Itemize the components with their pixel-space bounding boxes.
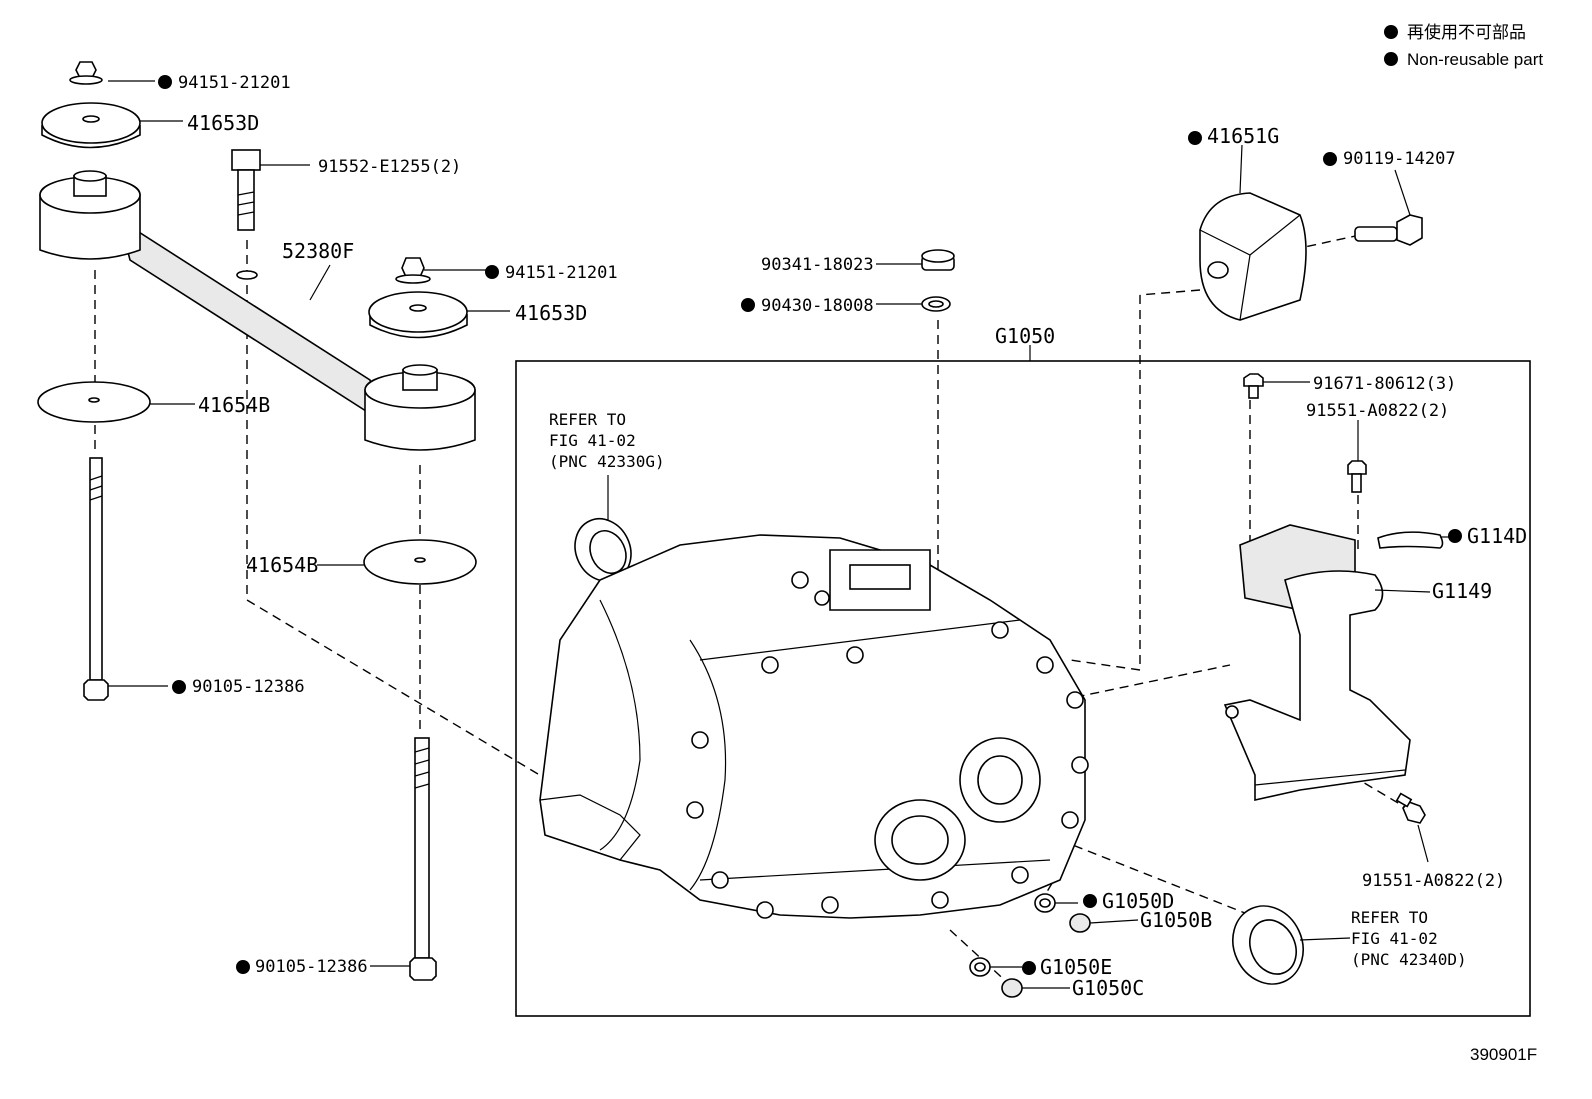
bolt-91552 xyxy=(231,149,261,231)
refer-note-right[interactable]: REFER TO FIG 41-02 (PNC 42340D) xyxy=(1351,908,1467,969)
refer-note-line: REFER TO xyxy=(1351,908,1428,927)
refer-note-line: FIG 41-02 xyxy=(1351,929,1438,948)
upper-cushion-41653d-right xyxy=(368,291,468,339)
non-reusable-bullet-icon xyxy=(1022,961,1036,975)
non-reusable-bullet-icon xyxy=(158,75,172,89)
bolt-91671 xyxy=(1243,373,1264,399)
figure-code: 390901F xyxy=(1470,1045,1537,1064)
oil-seal-right xyxy=(1232,905,1304,985)
nut-top-left xyxy=(69,61,103,85)
gasket-90430 xyxy=(921,296,951,312)
assembly-label: G1050 xyxy=(995,324,1055,348)
leader-lines xyxy=(108,80,1452,989)
nut-middle xyxy=(395,257,431,284)
non-reusable-bullet-icon xyxy=(485,265,499,279)
part-number-label[interactable]: 41654B xyxy=(246,553,318,577)
plug-g1050c xyxy=(1001,978,1023,998)
part-number-label[interactable]: 41653D xyxy=(187,111,259,135)
part-number-label[interactable]: G114D xyxy=(1467,524,1527,548)
part-number-label[interactable]: 41651G xyxy=(1207,124,1279,148)
non-reusable-bullet-icon xyxy=(1323,152,1337,166)
non-reusable-bullet-icon xyxy=(1448,529,1462,543)
bolt-90119 xyxy=(1354,214,1423,246)
part-number-label[interactable]: 91671-80612(3) xyxy=(1313,374,1456,394)
transaxle-housing xyxy=(539,534,1089,919)
part-number-label[interactable]: G1050D xyxy=(1102,889,1174,913)
part-number-label[interactable]: G1050E xyxy=(1040,955,1112,979)
assembly-frame xyxy=(515,360,1531,1017)
part-number-label[interactable]: 91551-A0822(2) xyxy=(1362,871,1505,891)
part-number-label[interactable]: 52380F xyxy=(282,239,354,263)
part-number-label[interactable]: 90119-14207 xyxy=(1343,149,1456,169)
long-bolt-right xyxy=(409,737,437,981)
part-number-label[interactable]: 94151-21201 xyxy=(178,73,291,93)
bolt-91551-lower xyxy=(1395,792,1426,824)
part-number-label[interactable]: 90341-18023 xyxy=(761,255,874,275)
plug-g1050b xyxy=(1069,913,1091,933)
part-number-label[interactable]: 90105-12386 xyxy=(192,677,305,697)
non-reusable-bullet-icon xyxy=(1384,52,1398,66)
legend-text-en: Non-reusable part xyxy=(1407,50,1543,69)
part-number-label[interactable]: 91551-A0822(2) xyxy=(1306,401,1449,421)
mount-bracket-52380f xyxy=(39,170,476,451)
refer-note-line: (PNC 42330G) xyxy=(549,452,665,471)
non-reusable-bullet-icon xyxy=(741,298,755,312)
mount-cushion-41651g xyxy=(1199,192,1307,321)
upper-cushion-41653d-left xyxy=(41,102,141,149)
non-reusable-bullet-icon xyxy=(1188,131,1202,145)
refer-note-line: REFER TO xyxy=(549,410,626,429)
drain-plug-90341 xyxy=(921,249,955,271)
part-number-label[interactable]: G1050B xyxy=(1140,908,1212,932)
bracket-g1149 xyxy=(1223,524,1411,801)
non-reusable-bullet-icon xyxy=(236,960,250,974)
clip-g114d xyxy=(1377,531,1444,549)
refer-note-line: (PNC 42340D) xyxy=(1351,950,1467,969)
long-bolt-left xyxy=(83,457,109,701)
part-number-label[interactable]: 90430-18008 xyxy=(761,296,874,316)
bolt-91551-upper xyxy=(1347,460,1367,493)
part-labels: 94151-21201 41653D 91552-E1255(2) 52380F… xyxy=(158,73,1527,1000)
refer-note-left[interactable]: REFER TO FIG 41-02 (PNC 42330G) xyxy=(549,410,665,471)
non-reusable-bullet-icon xyxy=(1384,25,1398,39)
part-number-label[interactable]: G1050C xyxy=(1072,976,1144,1000)
part-number-label[interactable]: 90105-12386 xyxy=(255,957,368,977)
legend-text-ja: 再使用不可部品 xyxy=(1407,22,1526,42)
part-number-label[interactable]: G1149 xyxy=(1432,579,1492,603)
part-number-label[interactable]: 94151-21201 xyxy=(505,263,618,283)
non-reusable-bullet-icon xyxy=(172,680,186,694)
refer-note-line: FIG 41-02 xyxy=(549,431,636,450)
oil-seal-left xyxy=(574,518,632,582)
part-number-label[interactable]: 41654B xyxy=(198,393,270,417)
legend: 再使用不可部品 Non-reusable part xyxy=(1384,22,1543,69)
part-number-label[interactable]: 41653D xyxy=(515,301,587,325)
part-number-label[interactable]: 91552-E1255(2) xyxy=(318,157,461,177)
non-reusable-bullet-icon xyxy=(1083,894,1097,908)
